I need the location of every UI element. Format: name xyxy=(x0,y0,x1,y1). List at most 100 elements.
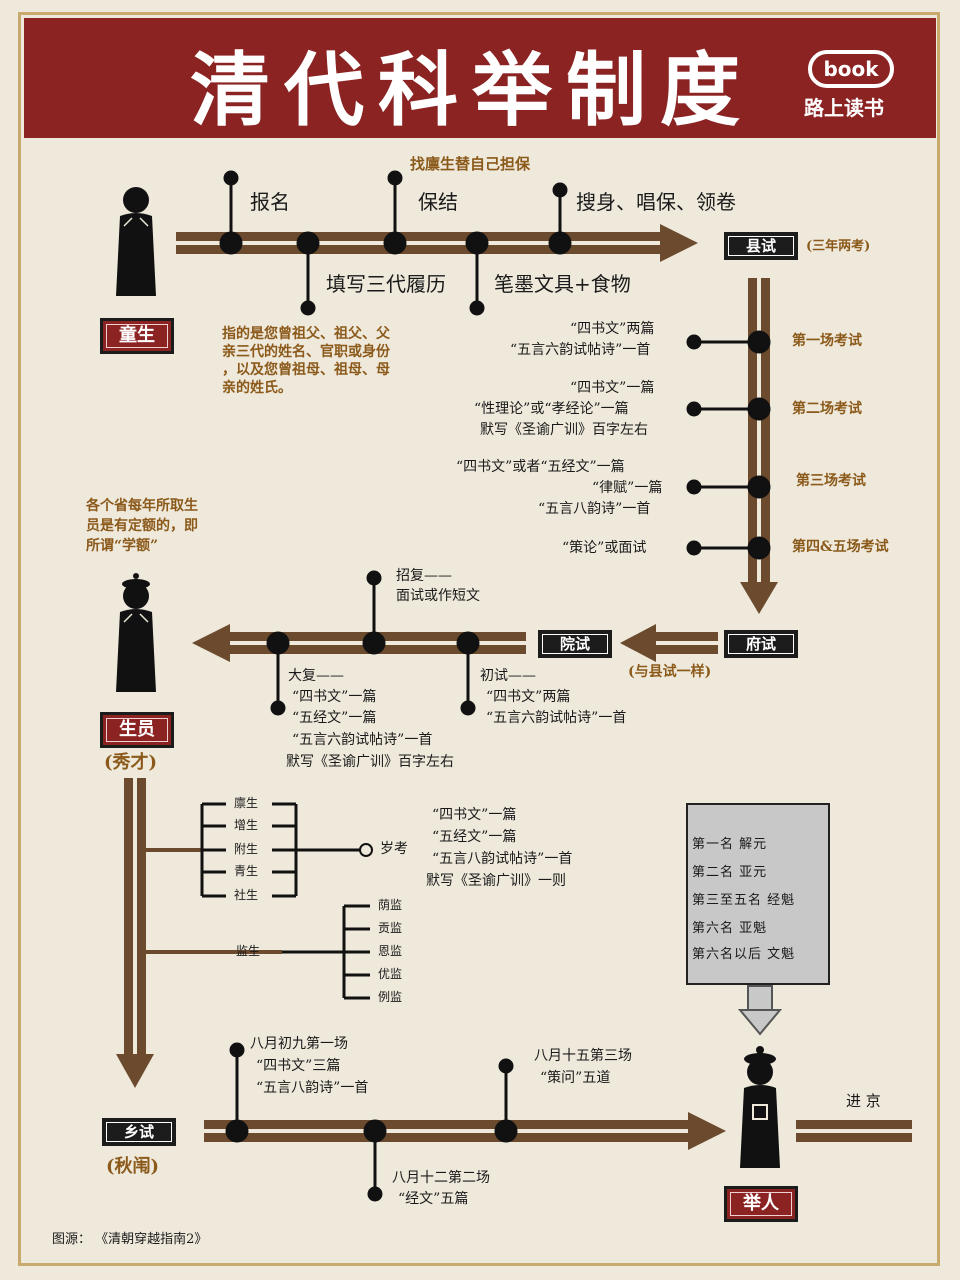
tongsheng-figure-icon xyxy=(116,187,156,296)
jian-you: 优监 xyxy=(378,967,403,981)
quota-note-1: 各个省每年所取生 xyxy=(86,498,198,514)
note-lineage-1: 指的是您曾祖父、祖父、父 xyxy=(222,326,390,342)
session1-line1: “四书文”三篇 xyxy=(256,1058,341,1074)
rank-5: 第六名以后 文魁 xyxy=(692,947,796,962)
xiangshi-nodes xyxy=(225,1042,518,1202)
jian-yin: 荫监 xyxy=(378,898,403,912)
suikao-node xyxy=(359,843,373,857)
dafu-title: 大复—— xyxy=(288,668,344,684)
round1-line2: “五言六韵试帖诗”一首 xyxy=(510,342,651,358)
jian-li: 例监 xyxy=(378,990,403,1004)
round3-line1: “四书文”或者“五经文”一篇 xyxy=(456,459,625,475)
page-title: 清代科举制度 xyxy=(190,44,754,137)
jinjing-label: 进 京 xyxy=(846,1092,881,1110)
header-banner xyxy=(24,18,936,138)
step-baoming: 报名 xyxy=(250,190,290,214)
zhaofu-content: 面试或作短文 xyxy=(396,588,480,604)
jian-en: 恩监 xyxy=(378,944,403,958)
session3-line1: “策问”五道 xyxy=(540,1070,611,1086)
round2-line1: “四书文”一篇 xyxy=(570,380,655,396)
note-lineage-3: ，以及您曾祖母、祖母、母 xyxy=(222,362,390,378)
round1-line1: “四书文”两篇 xyxy=(570,321,655,337)
round3-line2: “律赋”一篇 xyxy=(592,480,663,496)
xianshi-label: 县试 xyxy=(724,232,798,260)
yuanshi-label: 院试 xyxy=(538,630,612,658)
xianshi-nodes xyxy=(686,330,771,560)
track-xiangshi xyxy=(204,1112,726,1150)
jian-gong: 贡监 xyxy=(378,921,403,935)
round3-line3: “五言八韵诗”一首 xyxy=(538,501,651,517)
xiangshi-label: 乡试 xyxy=(102,1118,176,1146)
jiansheng-label: 监生 xyxy=(236,944,261,958)
dafu-line2: “五经文”一篇 xyxy=(292,710,377,726)
rank-4: 第六名 亚魁 xyxy=(692,921,768,936)
session1-line2: “五言八韵诗”一首 xyxy=(256,1080,369,1096)
round2-line2: “性理论”或“孝经论”一篇 xyxy=(474,401,629,417)
rank-down-arrow-icon xyxy=(737,985,783,1036)
category-qingsheng: 青生 xyxy=(234,864,259,878)
chushi-line1: “四书文”两篇 xyxy=(486,689,571,705)
dafu-line3: “五言六韵试帖诗”一首 xyxy=(292,732,433,748)
round1-name: 第一场考试 xyxy=(792,333,862,349)
track-fushi xyxy=(620,624,718,662)
note-linsheng: 找廪生替自己担保 xyxy=(410,155,531,173)
book-logo-icon: book xyxy=(808,50,894,88)
note-lineage-2: 亲三代的姓名、官职或身份 xyxy=(222,344,390,360)
dafu-line4: 默写《圣谕广训》百字左右 xyxy=(286,754,454,770)
qiuwei-note: (秋闱) xyxy=(106,1156,160,1177)
source-credit: 图源： 《清朝穿越指南2》 xyxy=(52,1232,208,1247)
suikao-label: 岁考 xyxy=(380,841,408,857)
suikao-line1: “四书文”一篇 xyxy=(432,807,517,823)
note-lineage-4: 亲的姓氏。 xyxy=(222,380,292,396)
track-stage1 xyxy=(176,224,698,262)
suikao-line4: 默写《圣谕广训》一则 xyxy=(426,873,566,889)
rank-box xyxy=(686,803,830,985)
category-brackets xyxy=(200,802,370,1000)
chushi-line2: “五言六韵试帖诗”一首 xyxy=(486,710,627,726)
category-shesheng: 社生 xyxy=(234,888,259,902)
track-jinjing xyxy=(796,1120,912,1142)
session3-title: 八月十五第三场 xyxy=(534,1048,632,1064)
step-soushen: 搜身、唱保、领卷 xyxy=(576,190,736,214)
session1-title: 八月初九第一场 xyxy=(250,1036,348,1052)
shengyuan-label: 生员 xyxy=(100,712,174,748)
yuanshi-nodes xyxy=(266,570,480,716)
rank-3: 第三至五名 经魁 xyxy=(692,893,796,908)
step-baojie: 保结 xyxy=(418,190,458,214)
track-shengyuan xyxy=(116,778,154,1088)
category-linsheng: 廪生 xyxy=(234,796,259,810)
round3-name: 第三场考试 xyxy=(796,473,866,489)
branch-lines xyxy=(146,848,282,954)
tongsheng-label: 童生 xyxy=(100,318,174,354)
session2-title: 八月十二第二场 xyxy=(392,1170,490,1186)
fushi-label: 府试 xyxy=(724,630,798,658)
quota-note-3: 所谓“学额” xyxy=(86,538,159,554)
step-wenju: 笔墨文具+食物 xyxy=(494,272,631,296)
xiucai-note: (秀才) xyxy=(104,752,158,773)
fushi-note: (与县试一样) xyxy=(628,664,712,680)
logo-text: 路上读书 xyxy=(804,96,884,120)
session2-line1: “经文”五篇 xyxy=(398,1191,469,1207)
round2-name: 第二场考试 xyxy=(792,401,862,417)
juren-label: 举人 xyxy=(724,1186,798,1222)
round2-line3: 默写《圣谕广训》百字左右 xyxy=(480,422,648,438)
step-lvli: 填写三代履历 xyxy=(326,272,446,296)
category-fusheng: 附生 xyxy=(234,842,259,856)
dafu-line1: “四书文”一篇 xyxy=(292,689,377,705)
suikao-line2: “五经文”一篇 xyxy=(432,829,517,845)
stage1-nodes xyxy=(219,170,572,316)
track-xianshi xyxy=(740,278,778,614)
quota-note-2: 员是有定额的，即 xyxy=(86,518,198,534)
juren-figure-icon xyxy=(740,1046,780,1168)
round4-name: 第四&五场考试 xyxy=(792,539,889,555)
category-zengsheng: 增生 xyxy=(234,818,259,832)
shengyuan-figure-icon xyxy=(116,573,156,692)
xianshi-note: (三年两考) xyxy=(806,239,871,254)
chushi-title: 初试—— xyxy=(480,668,536,684)
zhaofu-title: 招复—— xyxy=(396,568,452,584)
rank-1: 第一名 解元 xyxy=(692,837,768,852)
suikao-line3: “五言八韵试帖诗”一首 xyxy=(432,851,573,867)
rank-2: 第二名 亚元 xyxy=(692,865,768,880)
